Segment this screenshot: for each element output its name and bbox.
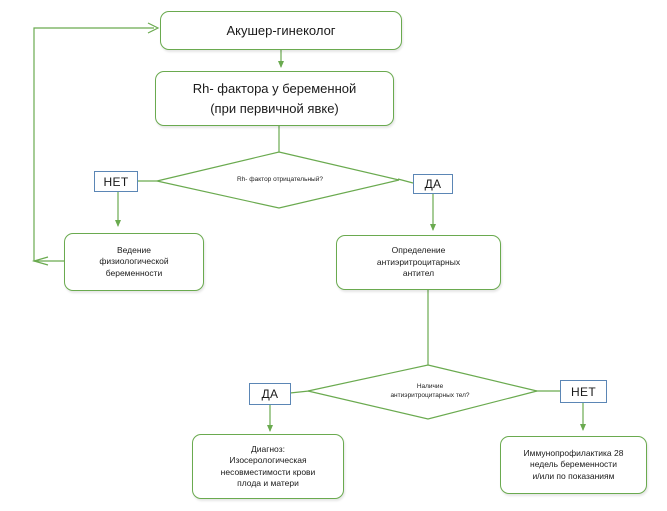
edge-decision2-to-yes bbox=[289, 390, 310, 394]
node-diagnosis-line-3: несовместимости крови bbox=[220, 466, 316, 477]
decision-antibodies-line-2: антиэритроцитарных тел? bbox=[390, 391, 470, 399]
node-prophylaxis: Иммунопрофилактика 28 недель беременност… bbox=[500, 436, 647, 494]
node-diagnosis-line-4: плода и матери bbox=[237, 477, 299, 488]
branch-tag-no-top-label: НЕТ bbox=[103, 174, 129, 189]
edge-loop-arrow-top bbox=[147, 22, 160, 34]
node-rh-factor: Rh- фактора у беременной (при первичной … bbox=[155, 71, 394, 126]
node-physiological-line-2: физиологической bbox=[99, 256, 169, 267]
branch-tag-yes-top-label: ДА bbox=[424, 177, 442, 191]
node-antibodies-line-3: антител bbox=[402, 268, 435, 279]
node-obgyn: Акушер-гинеколог bbox=[160, 11, 402, 50]
decision-antibodies-line-1: Наличие bbox=[416, 383, 444, 390]
edge-decision-to-yes bbox=[397, 178, 414, 184]
branch-tag-yes-bottom: ДА bbox=[249, 383, 291, 405]
node-physiological-line-1: Ведение bbox=[116, 244, 152, 255]
decision-rh-negative-label: Rh- фактор отрицательный? bbox=[200, 176, 360, 185]
decision-rh-negative-text: Rh- фактор отрицательный? bbox=[237, 176, 323, 183]
node-prophylaxis-line-3: и/или по показаниям bbox=[532, 470, 615, 481]
decision-antibodies-shape bbox=[307, 364, 538, 420]
node-diagnosis: Диагноз: Изосерологическая несовместимос… bbox=[192, 434, 344, 499]
node-prophylaxis-line-1: Иммунопрофилактика 28 bbox=[523, 447, 624, 458]
branch-tag-no-top: НЕТ bbox=[94, 171, 138, 192]
node-diagnosis-line-2: Изосерологическая bbox=[229, 455, 307, 466]
node-rh-factor-line-1: Rh- фактора у беременной bbox=[192, 81, 357, 96]
edge-loop-arrow-bottom bbox=[31, 256, 49, 266]
branch-tag-yes-bottom-label: ДА bbox=[261, 387, 279, 401]
node-prophylaxis-line-2: недель беременности bbox=[530, 459, 617, 470]
node-antibodies: Определение антиэритроцитарных антител bbox=[336, 235, 501, 290]
node-physiological-line-3: беременности bbox=[105, 267, 163, 278]
node-antibodies-line-1: Определение bbox=[391, 245, 446, 256]
decision-antibodies-label: Наличие антиэритроцитарных тел? bbox=[360, 383, 500, 401]
decision-rh-negative-shape bbox=[156, 151, 400, 209]
node-obgyn-label: Акушер-гинеколог bbox=[226, 22, 336, 38]
branch-tag-no-bottom-label: НЕТ bbox=[571, 384, 596, 399]
node-physiological: Ведение физиологической беременности bbox=[64, 233, 204, 291]
edge-loop-back bbox=[33, 27, 154, 262]
branch-tag-yes-top: ДА bbox=[413, 174, 453, 194]
branch-tag-no-bottom: НЕТ bbox=[560, 380, 607, 403]
node-diagnosis-line-1: Диагноз: bbox=[251, 443, 285, 454]
node-rh-factor-line-2: (при первичной явке) bbox=[210, 100, 339, 116]
node-antibodies-line-2: антиэритроцитарных bbox=[376, 256, 461, 267]
